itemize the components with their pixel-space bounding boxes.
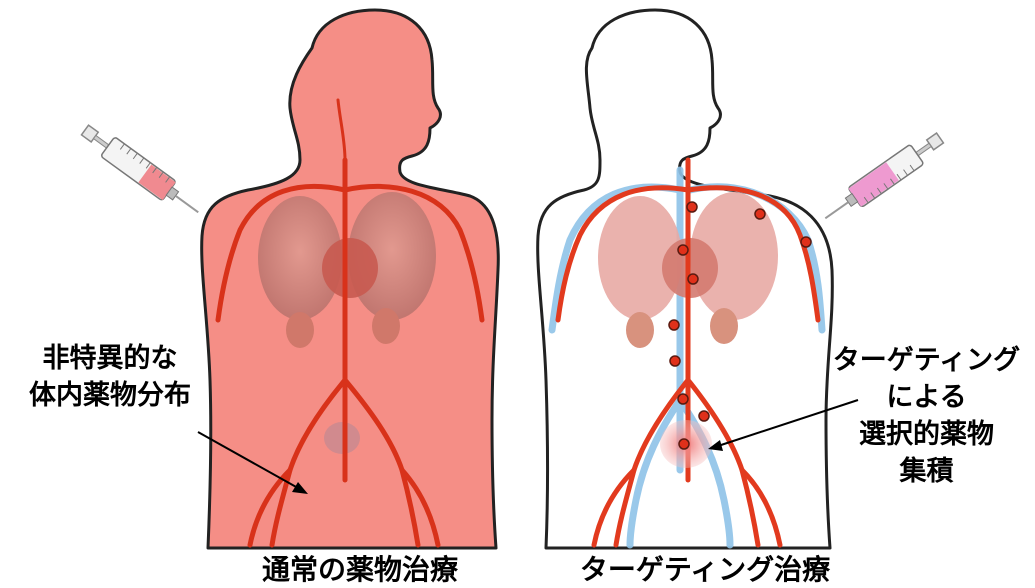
syringe-left-icon (78, 120, 205, 222)
right-annotation-line-4: 集積 (818, 453, 1035, 490)
left-bladder (324, 422, 360, 454)
right-kidney-right (710, 308, 738, 344)
drug-dot (801, 237, 811, 247)
left-panel-caption: 通常の薬物治療 (220, 548, 500, 588)
left-annotation-line-1: 非特異的な (10, 340, 210, 377)
left-kidney-left (286, 312, 314, 348)
right-annotation-line-2: による (818, 379, 1035, 416)
syringe-right-icon (818, 128, 946, 228)
left-annotation-label: 非特異的な 体内薬物分布 (10, 340, 210, 414)
right-body-figure (538, 10, 833, 548)
drug-dot (678, 394, 688, 404)
drug-dot (669, 320, 679, 330)
drug-dot (755, 209, 765, 219)
left-body-figure (202, 10, 499, 548)
right-kidney-left (626, 312, 654, 348)
right-panel-caption: ターゲティング治療 (560, 548, 850, 588)
left-kidney-right (372, 308, 400, 344)
drug-dot (678, 245, 688, 255)
drug-dot (670, 356, 680, 366)
right-annotation-line-3: 選択的薬物 (818, 416, 1035, 453)
right-annotation-label: ターゲティング による 選択的薬物 集積 (818, 342, 1035, 490)
drug-dot (679, 439, 689, 449)
drug-dot (699, 411, 709, 421)
drug-dot (688, 274, 698, 284)
right-annotation-line-1: ターゲティング (818, 342, 1035, 379)
left-heart (322, 238, 378, 298)
drug-dot (687, 202, 697, 212)
left-annotation-line-2: 体内薬物分布 (10, 377, 210, 414)
